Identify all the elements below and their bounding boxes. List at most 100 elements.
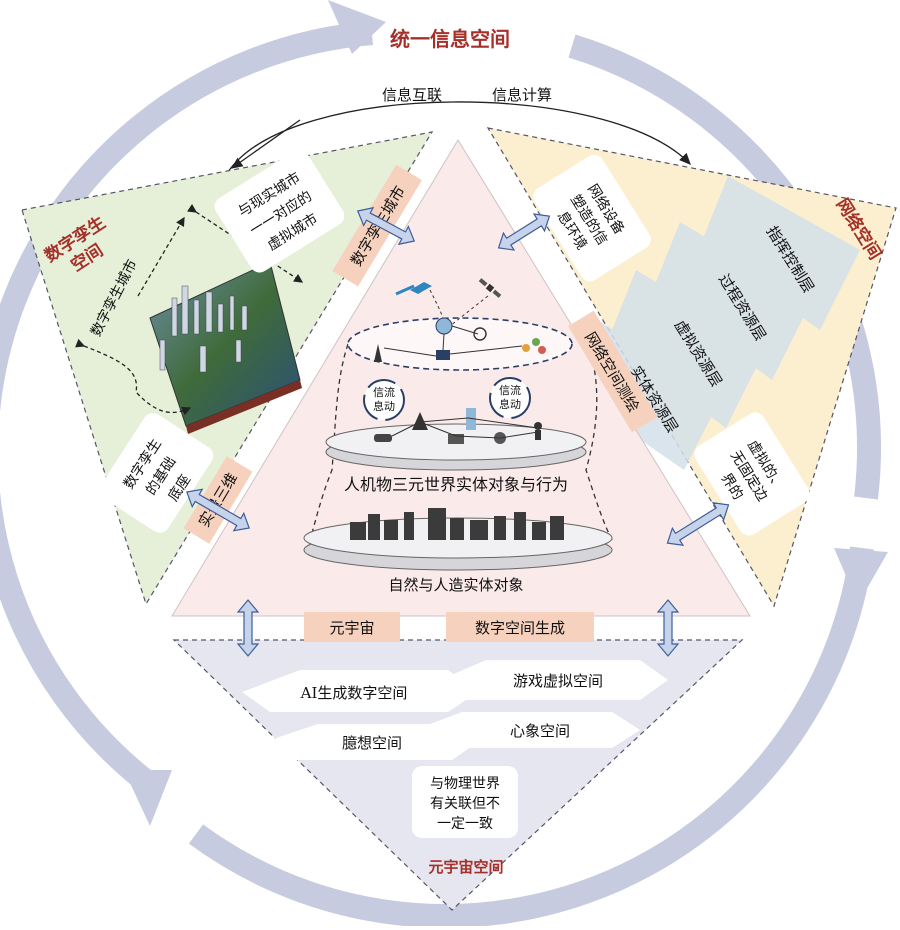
info-flow-circle <box>363 379 405 421</box>
tag-bg <box>183 456 253 544</box>
interconnect-arc <box>227 101 691 173</box>
building-icon <box>404 512 414 540</box>
computer-icon <box>436 350 450 360</box>
net-link <box>442 333 445 351</box>
flow-left-line-2: 息动 <box>373 399 395 413</box>
layer-shape <box>700 176 860 330</box>
ring-arrowhead-top <box>328 0 386 54</box>
building-icon <box>466 408 476 430</box>
city-building <box>217 303 224 333</box>
item-shape-imagined <box>264 724 478 760</box>
base-box-bg <box>99 413 214 533</box>
city-building <box>235 339 242 363</box>
cyber-env-box: 网络设备 塑造的信 息环境 <box>533 154 651 282</box>
digital-gen-tag-label: 数字空间生成 <box>475 619 565 637</box>
city-building <box>193 299 200 335</box>
info-computing-label: 信息计算 <box>492 86 552 104</box>
antenna-icon <box>374 344 382 362</box>
info-flow-left: 信流 息动 <box>363 379 405 421</box>
ring-arrowhead-bottom-left <box>124 770 172 826</box>
ring-arrowhead-right <box>834 548 888 604</box>
city-model-edge <box>186 380 302 434</box>
metaverse-tag-bg <box>304 612 400 642</box>
building-icon <box>384 520 398 540</box>
net-link <box>449 345 523 355</box>
metaverse-item-shapes <box>242 660 668 760</box>
meta-right-double-arrow <box>656 599 680 657</box>
network-icons <box>374 278 546 362</box>
city-building <box>229 295 235 331</box>
twin-base-arrow <box>75 338 192 416</box>
building-icon <box>350 522 366 540</box>
layer2-label: 自然与人造实体对象 <box>388 576 523 594</box>
city-building <box>205 291 213 333</box>
signal-link <box>429 289 445 325</box>
building-icon <box>550 516 564 540</box>
digital-gen-tag-bg <box>446 612 594 642</box>
ring-arc-left <box>0 21 373 793</box>
meta-item-mental: 心象空间 <box>510 722 570 740</box>
cylinder-outline-right <box>585 343 613 541</box>
correspondence-box-bg <box>214 149 345 273</box>
building-icon <box>450 518 464 540</box>
metaverse-panel: AI生成数字空间 游戏虚拟空间 心象空间 臆想空间 与物理世界 有关联但不 一定… <box>172 639 744 911</box>
info-flow-right: 信流 息动 <box>489 377 531 419</box>
meta-note-line-3: 一定一致 <box>437 816 493 832</box>
twin-top-double-arrow <box>356 206 416 246</box>
ring-arrowheads <box>124 0 888 826</box>
cyber-top-double-arrow <box>497 213 551 251</box>
physical-world-panel: 信流 息动 信流 息动 人 <box>171 139 751 617</box>
person-body-icon <box>535 430 541 440</box>
city-building <box>241 305 248 331</box>
tower-icon <box>412 412 428 430</box>
satellite-icon <box>478 278 502 298</box>
meta-item-imagined: 臆想空间 <box>342 734 402 752</box>
meta-left-double-arrow <box>236 599 260 657</box>
twin-correspondence-box: 与现实城市 一一对应的 虚拟城市 <box>214 149 345 273</box>
metaverse-tag-label: 元宇宙 <box>329 619 374 637</box>
car-icon <box>374 434 392 442</box>
network-node-icon <box>473 327 487 341</box>
flow-right-line-1: 信流 <box>499 383 521 397</box>
metaverse-space-title: 元宇宙空间 <box>428 858 503 876</box>
meta-item-ai: AI生成数字空间 <box>300 684 408 702</box>
item-shape-ai <box>242 670 478 712</box>
flow-left-line-1: 信流 <box>373 385 395 399</box>
middle-disc-icons <box>374 408 542 444</box>
layer-shape <box>652 222 812 380</box>
flow-right-line-2: 息动 <box>499 397 521 411</box>
layer1-label: 人机物三元世界实体对象与行为 <box>344 475 568 494</box>
meta-item-game: 游戏虚拟空间 <box>513 672 603 690</box>
unified-space-title: 统一信息空间 <box>390 27 510 51</box>
city-building <box>159 339 166 371</box>
meta-note-box <box>412 766 518 838</box>
twin-city-arrow <box>137 216 185 297</box>
user-icon <box>538 346 546 354</box>
building-icon <box>470 520 488 540</box>
globe-icon <box>435 317 453 335</box>
user-icon <box>532 338 540 346</box>
interconnect-arc-left-arrow <box>230 119 301 169</box>
meta-note-line-2: 有关联但不 <box>430 796 500 812</box>
middle-net-links <box>391 417 539 439</box>
layer-shape <box>608 270 766 428</box>
cyber-unbounded-box: 虚拟的、 无固定边 界的 <box>694 412 810 536</box>
cylinder-outline-left <box>309 343 349 541</box>
digital-twin-panel: 数字孪生 空间 数字孪生城市 <box>21 131 434 606</box>
cyber-bottom-double-arrow <box>666 502 730 546</box>
airplane-icon <box>410 282 432 294</box>
airplane-wing-icon <box>395 284 415 296</box>
net-link <box>383 347 437 357</box>
city-building <box>181 285 189 335</box>
cyber-layer-ellipse <box>347 317 573 371</box>
env-box-bg <box>533 154 651 282</box>
building-icon <box>532 522 546 540</box>
building-icon <box>368 514 380 540</box>
city-building <box>199 345 207 373</box>
person-icon <box>534 422 542 430</box>
ring-arc-bottom <box>188 546 874 928</box>
user-icon <box>522 344 530 352</box>
building-icon <box>514 512 526 540</box>
